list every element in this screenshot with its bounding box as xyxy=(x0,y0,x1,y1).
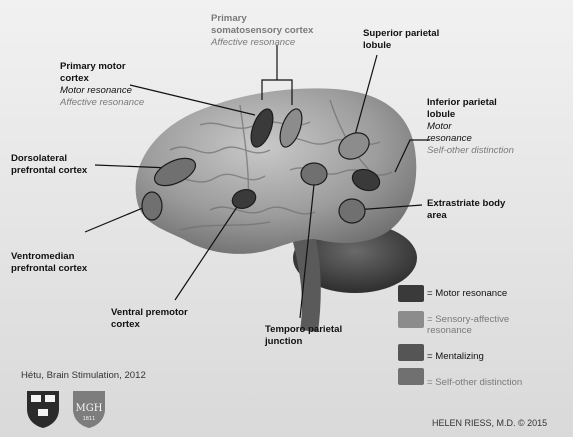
label-superior-parietal: Superior parietal lobule xyxy=(363,28,439,52)
inferior-parietal-title-2: lobule xyxy=(427,109,456,120)
extrastriate-title-1: Extrastriate body xyxy=(427,198,506,209)
legend-item-self-other: = Self-other distinction xyxy=(398,368,522,388)
dorsolateral-title-1: Dorsolateral xyxy=(11,153,67,164)
dorsolateral-title-2: prefrontal cortex xyxy=(11,165,88,176)
superior-parietal-title-2: lobule xyxy=(363,40,392,51)
label-inferior-parietal: Inferior parietal lobule Motor resonance… xyxy=(427,97,514,157)
primary-somatosensory-title-1: Primary xyxy=(211,13,247,24)
leader-lines xyxy=(84,45,430,319)
brainstem xyxy=(292,238,321,332)
marker-superior-parietal xyxy=(338,132,370,160)
temporo-parietal-title-2: junction xyxy=(265,336,303,347)
legend-item-mentalizing: = Mentalizing xyxy=(398,344,484,362)
label-ventromedian: Ventromedian prefrontal cortex xyxy=(11,251,87,275)
legend-swatch xyxy=(398,344,424,361)
marker-temporo-parietal xyxy=(300,162,328,186)
ventral-premotor-title-2: cortex xyxy=(111,319,140,330)
legend-item-motor-resonance: = Motor resonance xyxy=(398,285,507,302)
primary-motor-title-1: Primary motor xyxy=(60,61,126,72)
temporo-parietal-title-1: Temporo parietal xyxy=(265,324,343,335)
marker-primary-motor xyxy=(250,108,274,148)
marker-ventral-premotor xyxy=(231,188,257,210)
inferior-parietal-title-1: Inferior parietal xyxy=(427,97,497,108)
primary-somatosensory-title-2: somatosensory cortex xyxy=(211,25,314,36)
legend-label: = Mentalizing xyxy=(427,351,484,362)
legend-label: = Sensory-affective resonance xyxy=(427,314,510,336)
inferior-parietal-role-b: resonance xyxy=(427,133,472,144)
mgh-year: 1811 xyxy=(83,416,96,422)
extrastriate-title-2: area xyxy=(427,210,447,221)
ventromedian-title-2: prefrontal cortex xyxy=(11,263,88,274)
region-markers xyxy=(141,108,381,224)
legend-label: = Motor resonance xyxy=(427,288,508,299)
marker-dorsolateral xyxy=(153,157,197,187)
label-primary-motor: Primary motor cortex Motor resonance Aff… xyxy=(60,61,144,109)
superior-parietal-title-1: Superior parietal xyxy=(363,28,440,39)
marker-ventromedian xyxy=(141,191,163,221)
legend-swatch xyxy=(398,311,424,328)
ventromedian-title-1: Ventromedian xyxy=(11,251,75,262)
label-dorsolateral: Dorsolateral prefrontal cortex xyxy=(11,153,87,177)
marker-inferior-parietal xyxy=(351,168,381,192)
marker-extrastriate xyxy=(338,198,366,224)
label-ventral-premotor: Ventral premotor cortex xyxy=(111,307,188,331)
mgh-text: MGH xyxy=(76,403,103,414)
legend-swatch xyxy=(398,285,424,302)
primary-motor-title-2: cortex xyxy=(60,73,89,84)
inferior-parietal-role-2: Self-other distinction xyxy=(427,145,514,156)
marker-primary-somatosensory xyxy=(279,108,303,148)
legend-swatch xyxy=(398,368,424,385)
primary-motor-role: Motor resonance xyxy=(60,85,132,96)
mgh-shield-icon: MGH 1811 xyxy=(73,391,105,428)
inferior-parietal-role: Motor xyxy=(427,121,452,132)
copyright: HELEN RIESS, M.D. © 2015 xyxy=(432,418,548,428)
primary-motor-role-2: Affective resonance xyxy=(60,97,145,108)
legend-item-sensory-affective: = Sensory-affective resonance xyxy=(398,311,537,336)
legend-label: = Self-other distinction xyxy=(427,377,523,388)
label-extrastriate: Extrastriate body area xyxy=(427,198,505,222)
harvard-shield-icon xyxy=(27,391,59,428)
citation: Hétu, Brain Stimulation, 2012 xyxy=(21,370,146,381)
label-temporo-parietal: Temporo parietal junction xyxy=(265,324,342,348)
label-primary-somatosensory: Primary somatosensory cortex Affective r… xyxy=(211,13,313,49)
ventral-premotor-title-1: Ventral premotor xyxy=(111,307,188,318)
primary-somatosensory-role: Affective resonance xyxy=(211,37,296,48)
